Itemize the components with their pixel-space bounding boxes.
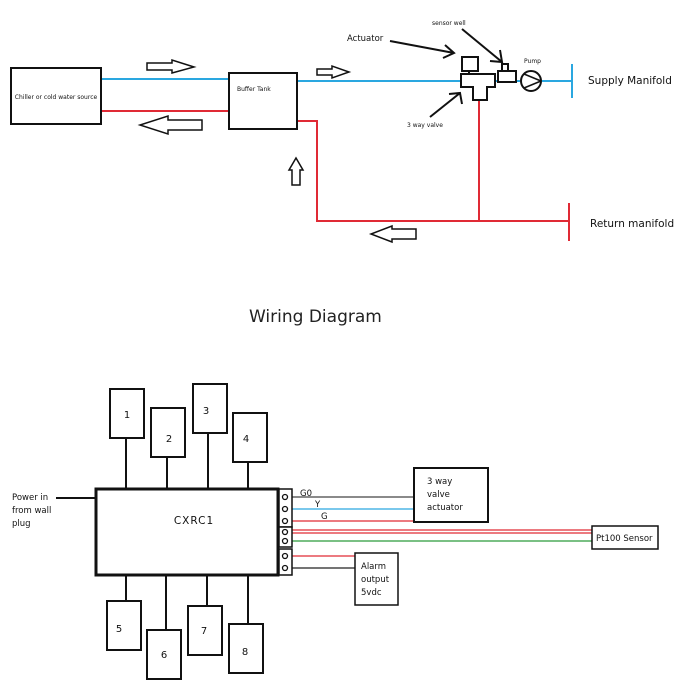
flow-arrow-left-1 [137,114,203,136]
module-8 [228,623,264,674]
valve-actuator-label-line-1: 3 way [427,477,452,487]
module-4-label: 4 [243,434,249,445]
flow-arrow-right-2 [316,64,352,80]
module-3 [192,383,228,434]
pump-label: Pump [524,58,541,65]
module-6 [146,629,182,680]
pump-symbol-line-1 [523,80,542,89]
terminal-screw [281,564,289,572]
flow-arrow-right-1 [146,58,197,74]
module-3-label: 3 [203,406,209,417]
actuator-symbol [461,56,479,72]
actuator-pointer-arrow [389,40,456,59]
terminal-screw [281,505,289,513]
terminal-label-g: G [321,512,328,522]
sensor-well-pointer-arrow [461,28,504,64]
module-5-label: 5 [116,624,122,635]
valve-actuator-label-line-3: actuator [427,503,463,513]
terminal-screw [281,528,289,536]
terminal-screw [281,493,289,501]
three-way-valve-label: 3 way valve [407,122,443,129]
terminal-screw [281,537,289,545]
terminal-label-y: Y [314,500,321,510]
module-1 [109,388,145,439]
valve-actuator-box [413,467,489,523]
buffer-tank-box [228,72,298,130]
supply-manifold-label: Supply Manifold [588,75,672,87]
sensor-well-label: sensor well [432,20,466,27]
alarm-label-line-1: Alarm [361,562,386,572]
power-label-line-1: Power in [12,493,48,503]
controller-box [94,487,280,577]
valve-pointer-arrow [429,91,463,118]
three-way-valve-symbol [460,73,496,101]
alarm-label-line-3: 5vdc [361,588,382,598]
pump-symbol-line-2 [523,73,542,82]
pt100-sensor-label: Pt100 Sensor [596,534,653,544]
actuator-label: Actuator [347,34,384,44]
module-5 [106,600,142,651]
alarm-label-line-2: output [361,575,390,585]
power-label-line-3: plug [12,519,31,529]
pt100-sensor-box [591,525,659,550]
return-manifold-label: Return manifold [590,218,674,230]
terminal-screw [281,517,289,525]
flow-arrow-up [287,156,305,186]
power-label-line-2: from wall [12,506,51,516]
terminal-label-g0: G0 [300,489,312,499]
chiller-label: Chiller or cold water source [15,94,98,101]
module-2 [150,407,186,458]
controller-label: CXRC1 [174,515,214,527]
module-4 [232,412,268,463]
module-7-label: 7 [201,626,207,637]
terminal-screws [281,493,289,572]
chiller-box [10,67,102,125]
module-6-label: 6 [161,650,167,661]
valve-actuator-label-line-2: valve [427,490,450,500]
buffer-tank-label: Buffer Tank [237,86,271,93]
wiring-diagram-title: Wiring Diagram [249,307,382,327]
module-7 [187,605,223,656]
sensor-well-symbol [497,63,517,83]
terminal-screw [281,552,289,560]
flow-arrow-left-2 [368,224,417,244]
alarm-output-box [354,552,399,606]
module-1-label: 1 [124,410,130,421]
return-pipe-loop [297,120,569,222]
module-2-label: 2 [166,434,172,445]
module-8-label: 8 [242,647,248,658]
